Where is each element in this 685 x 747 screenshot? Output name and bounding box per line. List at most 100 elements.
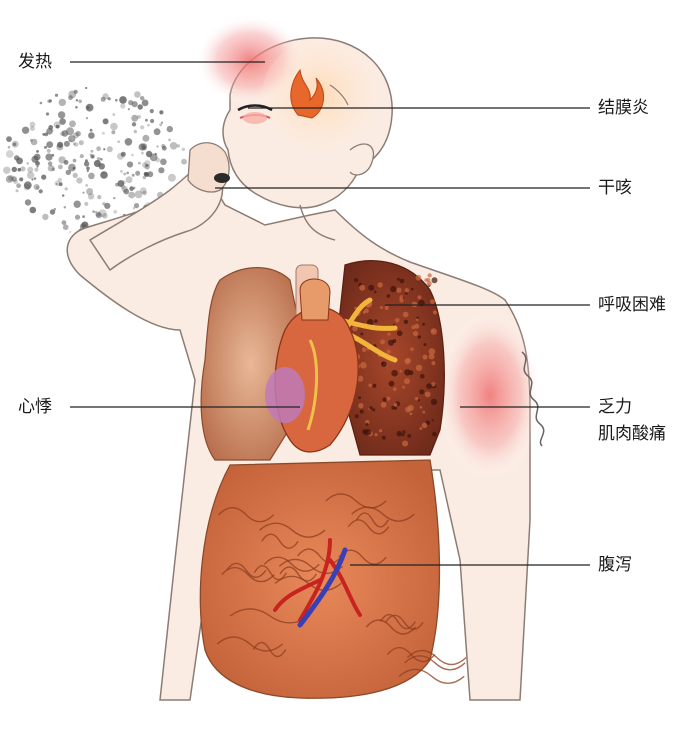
droplet: [146, 164, 149, 167]
droplet: [162, 146, 167, 151]
alveolus: [381, 402, 387, 408]
alveolus: [355, 414, 359, 418]
alveolus: [374, 319, 378, 323]
alveolus: [431, 361, 435, 365]
droplet: [26, 162, 29, 165]
alveolus: [368, 384, 372, 388]
alveolus: [408, 370, 413, 375]
alveolus: [397, 278, 400, 281]
droplet: [64, 206, 66, 208]
alveolus: [418, 335, 421, 338]
alveolus: [400, 370, 402, 372]
alveolus: [432, 432, 437, 437]
droplet: [8, 146, 11, 149]
droplet: [141, 143, 147, 149]
droplet: [14, 155, 19, 160]
droplet: [62, 194, 64, 196]
alveolus: [424, 278, 428, 282]
droplet: [145, 119, 148, 122]
droplet: [73, 143, 76, 146]
droplet: [167, 126, 173, 132]
droplet: [140, 125, 144, 129]
droplet: [125, 138, 133, 146]
label-diarrhea: 腹泻: [598, 553, 632, 577]
droplet: [76, 177, 82, 183]
droplet: [88, 132, 95, 139]
droplet: [142, 100, 149, 107]
droplet: [90, 129, 93, 132]
droplet: [127, 161, 133, 167]
droplet: [132, 122, 136, 126]
droplet: [133, 207, 136, 210]
alveolus: [402, 430, 405, 433]
droplet: [66, 170, 71, 175]
droplet: [45, 154, 52, 161]
alveolus: [369, 406, 372, 409]
droplet: [138, 162, 141, 165]
alveolus: [397, 331, 403, 337]
alveolus: [374, 291, 377, 294]
droplet: [86, 117, 88, 119]
alveolus: [364, 309, 369, 314]
droplet: [129, 186, 134, 191]
droplet: [113, 197, 115, 199]
droplet: [48, 125, 53, 130]
droplet: [35, 161, 40, 166]
droplet: [97, 157, 101, 161]
droplet: [69, 120, 76, 127]
droplet: [39, 189, 43, 193]
droplet: [140, 187, 147, 194]
droplet: [126, 172, 129, 175]
droplet: [19, 177, 23, 181]
droplet: [8, 175, 14, 181]
alveolus: [410, 347, 414, 351]
alveolus: [409, 412, 412, 415]
droplet: [177, 144, 180, 147]
droplet: [34, 154, 41, 161]
droplet: [54, 121, 61, 128]
alveolus: [420, 406, 423, 409]
alveolus: [394, 407, 397, 410]
droplet: [69, 140, 71, 142]
muscle-pain-glow: [438, 310, 542, 480]
droplet: [113, 210, 117, 214]
droplet: [158, 167, 164, 173]
alveolus: [403, 312, 409, 318]
alveolus: [432, 277, 438, 283]
alveolus: [422, 423, 428, 429]
alveolus: [372, 384, 376, 388]
alveolus: [423, 343, 426, 346]
droplet: [80, 154, 84, 158]
alveolus: [432, 330, 435, 333]
alveolus: [420, 374, 425, 379]
droplet: [168, 174, 176, 182]
droplet: [73, 167, 76, 170]
alveolus: [397, 431, 403, 437]
droplet: [37, 166, 39, 168]
droplet: [134, 91, 141, 98]
label-myalgia: 肌肉酸痛: [598, 422, 666, 446]
droplet: [103, 148, 105, 150]
droplet: [50, 209, 55, 214]
alveolus: [391, 370, 398, 377]
droplet: [102, 172, 104, 174]
droplet: [65, 187, 68, 190]
alveolus: [380, 306, 383, 309]
droplet: [115, 99, 118, 102]
droplet: [41, 175, 46, 180]
droplet: [31, 139, 38, 146]
alveolus: [368, 285, 374, 291]
droplet: [88, 173, 95, 180]
alveolus: [428, 273, 432, 277]
droplet: [131, 115, 138, 122]
droplet: [107, 146, 113, 152]
droplet: [75, 106, 78, 109]
droplet: [83, 192, 85, 194]
alveolus: [426, 383, 432, 389]
alveolus: [362, 348, 367, 353]
droplet: [168, 139, 171, 142]
droplet: [147, 124, 150, 127]
alveolus: [387, 350, 391, 354]
alveolus: [372, 408, 375, 411]
droplet: [59, 99, 66, 106]
